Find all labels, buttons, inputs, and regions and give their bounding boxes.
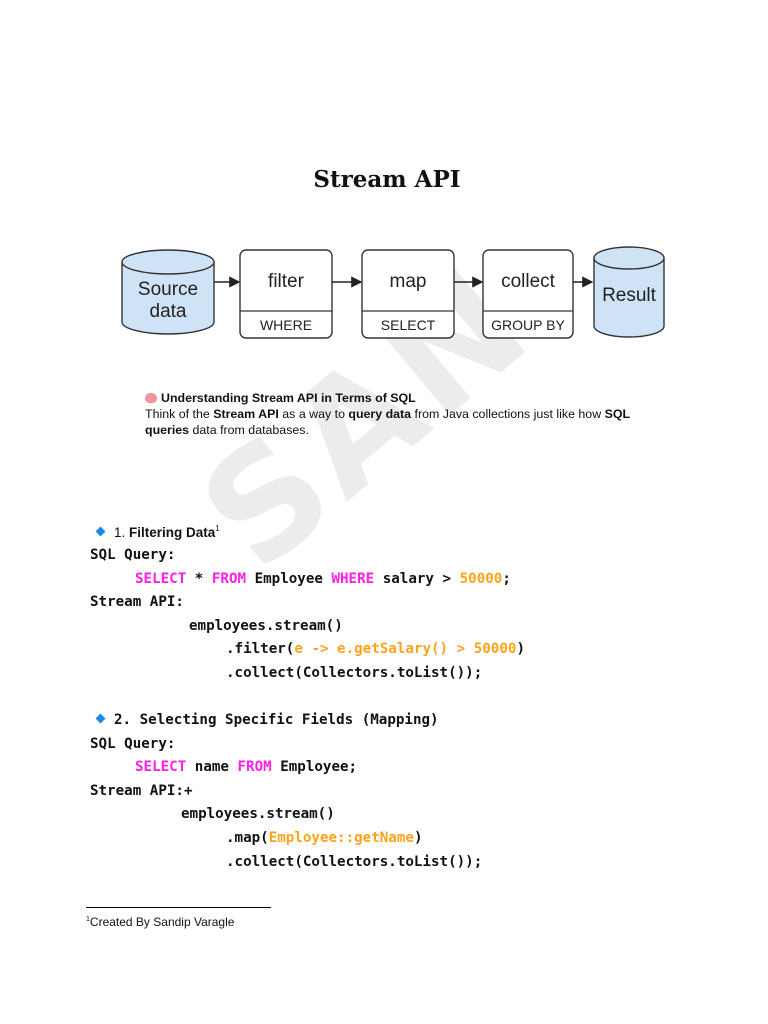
intro-bold: SQL — [604, 407, 631, 421]
sql-keyword: SELECT — [135, 759, 187, 775]
stage-op-label: map — [390, 271, 427, 292]
stage-map: map SELECT — [361, 249, 455, 339]
stream-api-diagram: Source data filter WHERE map SELECT coll… — [116, 244, 676, 344]
stage-sql-label: WHERE — [260, 317, 312, 333]
sql-text: Employee — [246, 571, 332, 587]
section-title: 2. Selecting Specific Fields (Mapping) — [114, 712, 439, 728]
code-literal: e -> e.getSalary() > 50000 — [294, 641, 517, 657]
source-label-1: Source — [138, 279, 198, 300]
stage-op-label: collect — [501, 271, 556, 292]
stage-op-label: filter — [268, 271, 305, 292]
result-label: Result — [602, 285, 657, 306]
sql-keyword: SELECT — [135, 571, 187, 587]
intro-heading-text: Understanding Stream API in Terms of SQL — [161, 391, 416, 405]
stage-collect: collect GROUP BY — [482, 249, 574, 339]
intro-text-part: as a way to — [278, 407, 349, 421]
sql-text: ; — [502, 571, 511, 587]
page-title: Stream API — [313, 166, 461, 193]
stream-api-label: Stream API:+ — [90, 783, 193, 799]
intro-block: Understanding Stream API in Terms of SQL… — [145, 390, 665, 438]
source-label-2: data — [150, 301, 187, 322]
result-cylinder: Result — [593, 246, 665, 338]
intro-text: Think of the Stream API as a way to quer… — [145, 406, 665, 438]
code-line: .filter(e -> e.getSalary() > 50000) — [226, 641, 525, 657]
sql-text: salary > — [374, 571, 460, 587]
sql-literal: 50000 — [459, 571, 503, 587]
code-text: .filter( — [226, 641, 295, 657]
footnote-ref: 1 — [215, 524, 220, 533]
stream-api-label: Stream API: — [90, 594, 184, 610]
source-data-cylinder: Source data — [121, 249, 215, 335]
sql-keyword: FROM — [237, 759, 272, 775]
intro-bold: query data — [348, 407, 412, 421]
sql-text: name — [186, 759, 238, 775]
intro-text-part: from Java collections just like how — [411, 407, 605, 421]
sql-query-label: SQL Query: — [90, 736, 176, 752]
footnote-divider — [86, 907, 271, 908]
section-2-heading: 2. Selecting Specific Fields (Mapping) — [95, 712, 439, 728]
section-number: 1. — [114, 525, 126, 540]
code-text: ) — [413, 830, 423, 846]
diamond-bullet-icon — [95, 526, 106, 537]
intro-text-part: data from databases. — [189, 423, 309, 437]
footnote-text: Created By Sandip Varagle — [89, 915, 235, 929]
intro-heading: Understanding Stream API in Terms of SQL — [145, 390, 665, 406]
diagram-svg: Source data filter WHERE map SELECT coll… — [121, 246, 665, 339]
code-line: employees.stream() — [181, 806, 335, 822]
intro-text-part: Think of the — [145, 407, 214, 421]
intro-bold: queries — [145, 423, 190, 437]
footnote: 1Created By Sandip Varagle — [86, 915, 234, 929]
section-1-heading: 1. Filtering Data1 — [95, 524, 220, 540]
footnote-number: 1 — [86, 916, 90, 923]
sql-text: * — [186, 571, 212, 587]
sql-query-label: SQL Query: — [90, 547, 176, 563]
code-line: .collect(Collectors.toList()); — [226, 665, 483, 681]
section-title: Filtering Data — [129, 525, 216, 540]
sql-keyword: WHERE — [331, 571, 375, 587]
code-line: employees.stream() — [189, 618, 343, 634]
code-line: .collect(Collectors.toList()); — [226, 854, 483, 870]
sql-text: Employee; — [271, 759, 358, 775]
stage-sql-label: GROUP BY — [491, 317, 565, 333]
code-text: ) — [516, 641, 525, 657]
sql-query-code: SELECT * FROM Employee WHERE salary > 50… — [135, 571, 511, 587]
sql-query-code: SELECT name FROM Employee; — [135, 759, 357, 775]
code-text: .map( — [226, 830, 269, 846]
stage-filter: filter WHERE — [239, 249, 333, 339]
diamond-bullet-icon — [95, 713, 106, 724]
code-line: .map(Employee::getName) — [226, 830, 422, 846]
stage-sql-label: SELECT — [381, 317, 436, 333]
code-literal: Employee::getName — [268, 830, 414, 846]
intro-bold: Stream API — [213, 407, 279, 421]
sql-keyword: FROM — [211, 571, 247, 587]
brain-icon — [145, 393, 157, 403]
